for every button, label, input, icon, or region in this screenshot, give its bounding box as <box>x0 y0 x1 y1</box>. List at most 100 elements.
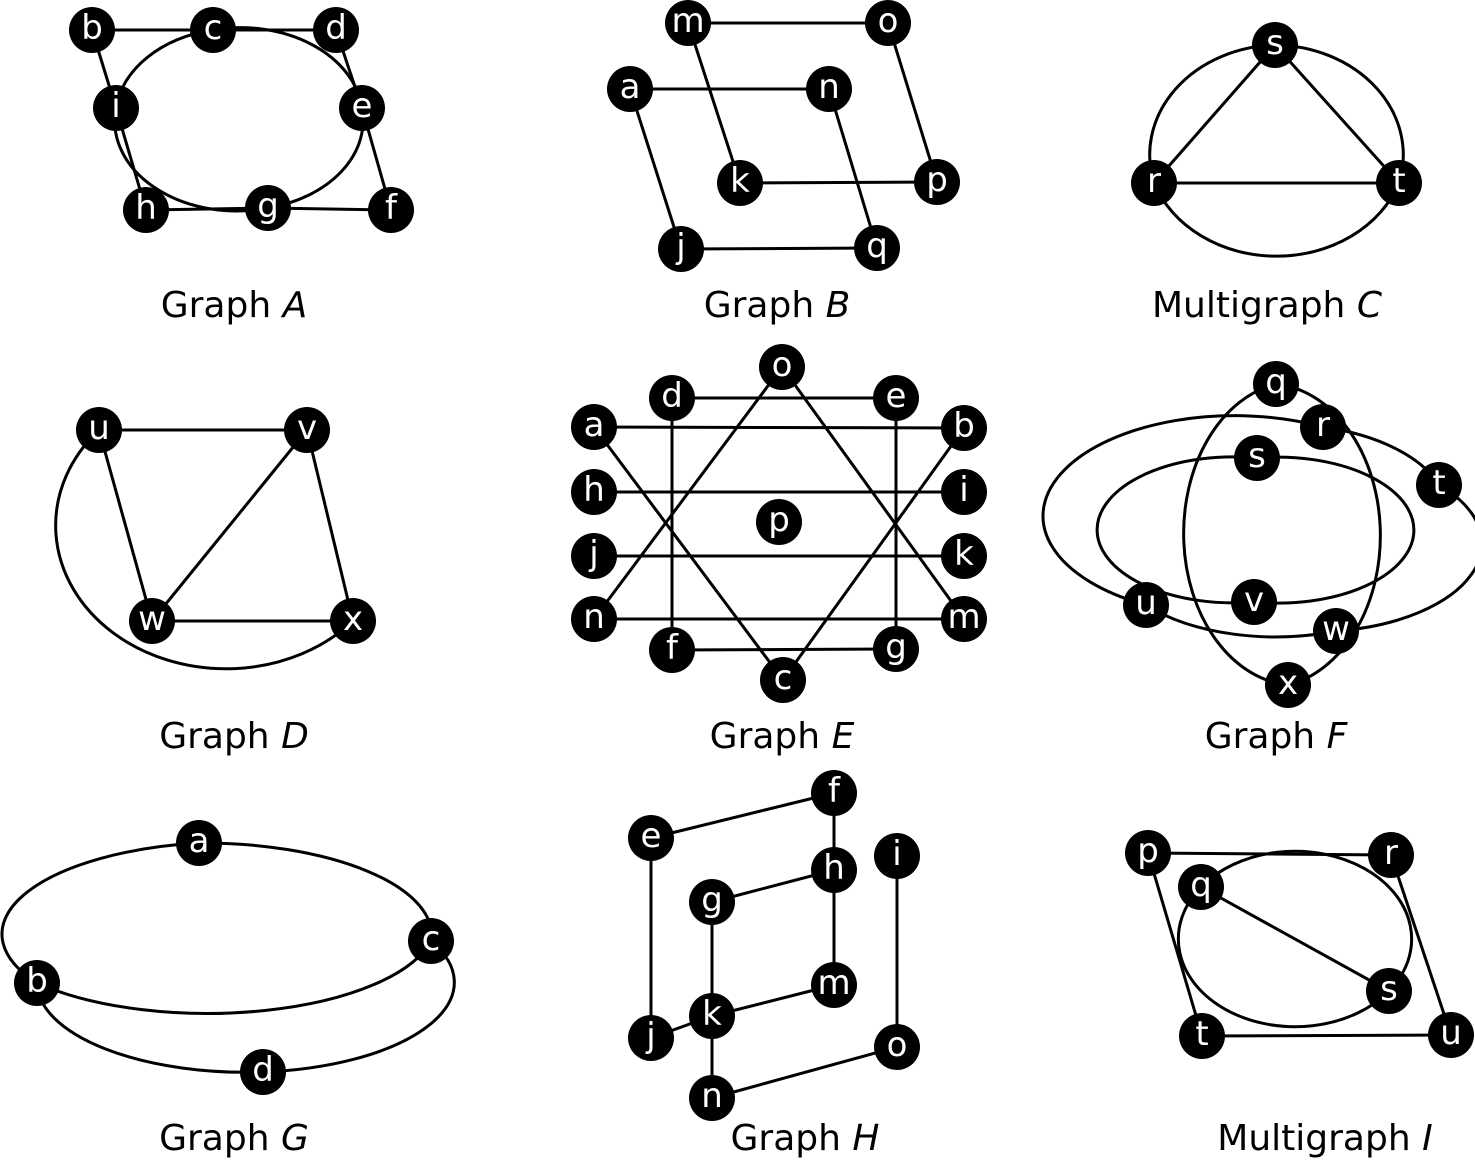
node-circle <box>941 533 987 579</box>
graph-b-node-o: o <box>865 0 911 46</box>
graph-i-node-s: s <box>1366 968 1412 1014</box>
graph-e-node-g: g <box>873 626 919 672</box>
caption-prefix: Graph <box>159 716 269 757</box>
node-circle <box>941 469 987 515</box>
node-circle <box>1234 435 1280 481</box>
graph-c-node-s: s <box>1252 22 1298 68</box>
graph-c-node-r: r <box>1131 160 1177 206</box>
graph-h-node-f: f <box>811 770 857 816</box>
node-label: f <box>385 188 398 228</box>
graph-e-edge-a-b <box>593 425 965 430</box>
graph-b-edge-k-p <box>739 180 938 185</box>
graph-b-node-m: m <box>665 0 711 46</box>
node-label: b <box>26 961 48 1001</box>
graph-g-edge-b-a <box>0 841 200 985</box>
caption-prefix: Graph <box>1205 716 1315 757</box>
node-label: j <box>675 227 685 267</box>
graph-f-node-v: v <box>1231 579 1277 625</box>
graph-e-node-p: p <box>756 499 802 545</box>
node-label: e <box>352 86 373 126</box>
graph-a-node-f: f <box>368 187 414 233</box>
node-label: m <box>947 597 980 637</box>
node-circle <box>1265 662 1311 708</box>
graph-e-node-m: m <box>941 596 987 642</box>
node-circle <box>665 0 711 46</box>
graph-e-node-k: k <box>941 533 987 579</box>
node-label: a <box>620 67 641 107</box>
node-circle <box>1125 830 1171 876</box>
node-circle <box>1376 160 1422 206</box>
node-label: o <box>878 1 899 41</box>
node-circle <box>1368 832 1414 878</box>
graph-f-node-r: r <box>1300 404 1346 450</box>
node-label: w <box>138 599 166 639</box>
node-label: j <box>588 534 598 574</box>
graph-f-edge-u-r <box>1041 414 1324 607</box>
node-circle <box>571 469 617 515</box>
node-label: v <box>1244 580 1264 620</box>
node-circle <box>941 405 987 451</box>
graph-b-node-q: q <box>854 225 900 271</box>
graph-f-node-s: s <box>1234 435 1280 481</box>
node-circle <box>759 344 805 390</box>
graph-a-node-d: d <box>313 7 359 53</box>
caption-variable: G <box>281 1118 309 1159</box>
node-label: p <box>768 500 790 540</box>
graph-a-node-e: e <box>339 85 385 131</box>
node-label: j <box>645 1016 655 1056</box>
node-label: u <box>88 408 110 448</box>
graph-f-node-x: x <box>1265 662 1311 708</box>
node-label: t <box>1195 1014 1208 1054</box>
graph-e-node-a: a <box>571 404 617 450</box>
caption-prefix: Multigraph <box>1217 1118 1410 1159</box>
graph-i-caption: Multigraph I <box>1217 1118 1432 1159</box>
graph-e-node-f: f <box>649 627 695 673</box>
graph-h-node-i: i <box>874 833 920 879</box>
graph-h-node-n: n <box>689 1075 735 1121</box>
node-label: t <box>1432 463 1445 503</box>
node-circle <box>1416 462 1462 508</box>
graph-h-node-j: j <box>628 1015 674 1061</box>
node-circle <box>873 375 919 421</box>
graph-b-edge-n-q <box>827 88 879 249</box>
graph-i-node-p: p <box>1125 830 1171 876</box>
graph-e-node-e: e <box>873 375 919 421</box>
node-label: k <box>954 534 974 574</box>
node-label: q <box>866 226 888 266</box>
graph-d-caption: Graph D <box>159 716 309 757</box>
graph-h-node-h: h <box>811 847 857 893</box>
graph-i-edge-s-q <box>1176 885 1391 1029</box>
graph-e-edge-f-g <box>671 647 897 652</box>
node-label: h <box>135 188 157 228</box>
node-circle <box>607 66 653 112</box>
node-label: p <box>1137 831 1159 871</box>
graph-a-node-i: i <box>93 85 139 131</box>
graph-a-edge-g-i <box>113 107 269 213</box>
node-label: i <box>959 470 968 510</box>
graph-e-edge-o-m <box>780 366 966 620</box>
graph-a-node-g: g <box>245 185 291 231</box>
graph-e-node-c: c <box>760 657 806 703</box>
caption-variable: E <box>832 716 855 757</box>
graph-a-node-b: b <box>69 7 115 53</box>
node-circle <box>689 993 735 1039</box>
graph-g-edge-a-c <box>198 841 433 942</box>
node-label: h <box>583 470 605 510</box>
node-label: d <box>252 1050 274 1090</box>
node-circle <box>806 66 852 112</box>
graph-c-edge-r-s <box>1148 43 1276 184</box>
node-circle <box>811 770 857 816</box>
graph-g-node-a: a <box>176 820 222 866</box>
node-label: g <box>701 880 723 920</box>
node-label: m <box>671 1 704 41</box>
graph-e-edge-o-n <box>592 366 784 620</box>
node-circle <box>873 626 919 672</box>
node-label: b <box>953 406 975 446</box>
node-label: c <box>774 658 793 698</box>
graph-b-node-j: j <box>658 226 704 272</box>
node-circle <box>874 1024 920 1070</box>
caption-prefix: Multigraph <box>1152 285 1345 326</box>
